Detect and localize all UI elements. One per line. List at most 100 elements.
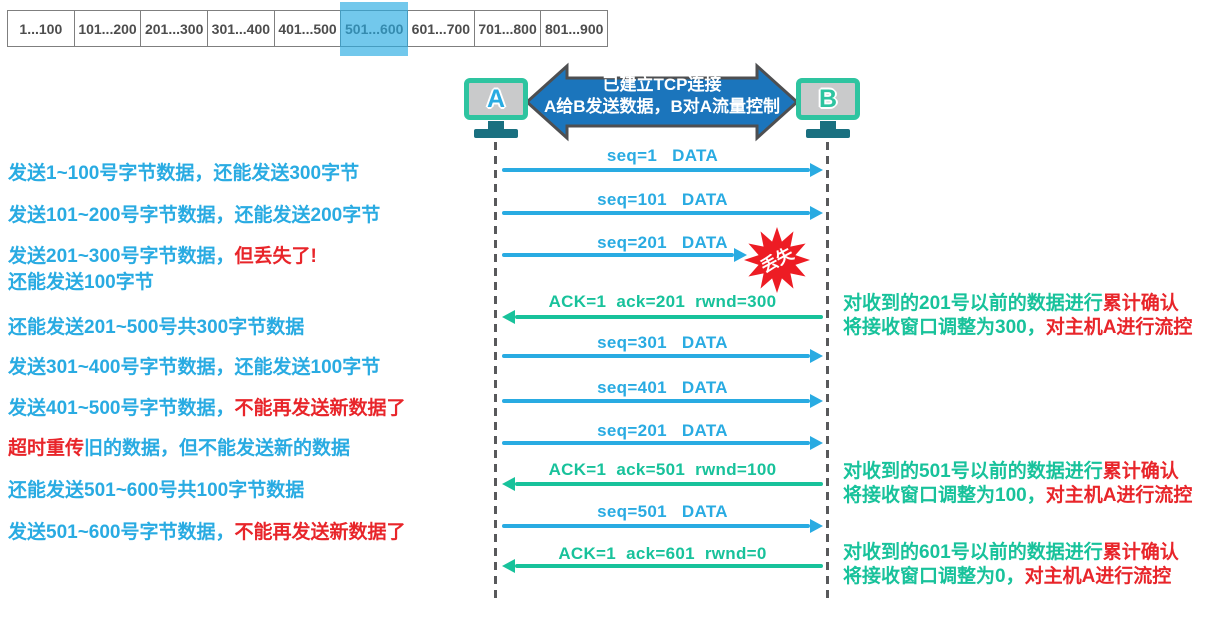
right-note-line: 对收到的501号以前的数据进行累计确认 [843,460,1227,484]
right-note-line: 对收到的601号以前的数据进行累计确认 [843,541,1227,565]
left-note: 发送501~600号字节数据，不能再发送新数据了 [8,517,460,544]
right-note: 对收到的201号以前的数据进行累计确认 将接收窗口调整为300，对主机A进行流控 [843,292,1227,340]
message-label: seq=201 DATA [597,233,728,252]
arrowhead-icon [502,310,515,324]
note-part: 对收到的201号以前的数据进行 [843,293,1103,314]
note-part: 累计确认 [1102,542,1179,563]
left-note: 发送101~200号字节数据，还能发送200字节 [8,200,460,227]
computer-icon: B [796,78,860,120]
byte-range-cell: 1...100 [8,11,75,46]
arrowhead-icon [734,248,747,262]
byte-range-cell: 701...800 [475,11,542,46]
message-label: seq=101 DATA [597,190,728,209]
note-part: 发送101~200号字节数据，还能发送200字节 [8,205,381,226]
note-part: 发送301~400号字节数据，还能发送100字节 [8,357,381,378]
left-note: 超时重传旧的数据，但不能发送新的数据 [8,433,460,460]
send-window-highlight [340,2,408,56]
message-arrow [502,310,823,324]
arrowhead-icon [810,519,823,533]
right-note: 对收到的501号以前的数据进行累计确认 将接收窗口调整为100，对主机A进行流控 [843,460,1227,508]
byte-range-cell: 801...900 [545,20,604,37]
right-note: 对收到的601号以前的数据进行累计确认 将接收窗口调整为0，对主机A进行流控 [843,541,1227,589]
banner-line2: A给B发送数据，B对A流量控制 [543,97,781,116]
note-part: 不能再发送新数据了 [234,522,406,543]
left-note: 还能发送501~600号共100字节数据 [8,475,460,502]
note-part: 累计确认 [1102,461,1179,482]
note-part: 还能发送100字节 [8,272,154,293]
left-note: 发送1~100号字节数据，还能发送300字节 [8,158,460,185]
left-note: 还能发送100字节 [8,267,460,294]
right-note-line: 将接收窗口调整为300，对主机A进行流控 [843,316,1227,340]
monitor-base [474,129,518,138]
arrowhead-icon [502,477,515,491]
note-part: 对主机A进行流控 [1024,566,1172,587]
note-part: 但丢失了! [234,246,317,267]
arrowhead-icon [810,394,823,408]
host-a: A [460,78,532,138]
arrowhead-icon [810,206,823,220]
message-label: seq=1 DATA [606,146,719,165]
left-note: 发送201~300号字节数据，但丢失了! [8,241,460,268]
arrowhead-icon [502,559,515,573]
note-part: 不能再发送新数据了 [234,398,406,419]
message-label: seq=301 DATA [597,333,728,352]
message-arrow [502,394,823,408]
message-label: seq=501 DATA [597,502,728,521]
byte-range-cell: 401...500 [275,11,342,46]
byte-range-cell: 301...400 [208,11,275,46]
message-arrow [502,349,823,363]
right-note-line: 将接收窗口调整为0，对主机A进行流控 [843,565,1227,589]
note-part: 发送501~600号字节数据， [8,522,235,543]
banner-title: 已建立TCP连接 A给B发送数据，B对A流量控制 [524,74,800,118]
byte-range-table: 1...100 101...200 201...300 301...400 40… [7,10,608,47]
left-note: 还能发送201~500号共300字节数据 [8,312,460,339]
message-arrow [502,436,823,450]
note-part: 旧的数据，但不能发送新的数据 [84,438,351,459]
arrowhead-icon [810,163,823,177]
host-b: B [792,78,864,138]
note-part: 还能发送501~600号共100字节数据 [8,480,305,501]
left-note: 发送401~500号字节数据，不能再发送新数据了 [8,393,460,420]
note-part: 发送1~100号字节数据，还能发送300字节 [8,163,360,184]
computer-icon: A [464,78,528,120]
left-note: 发送301~400号字节数据，还能发送100字节 [8,352,460,379]
monitor-stand [820,121,836,129]
message-arrow [502,519,823,533]
arrowhead-icon [810,436,823,450]
packet-loss-burst-icon: 丢失 [744,227,810,293]
byte-range-cell: 601...700 [408,11,475,46]
monitor-stand [488,121,504,129]
right-note-line: 对收到的201号以前的数据进行累计确认 [843,292,1227,316]
message-label: ACK=1 ack=501 rwnd=100 [548,460,777,479]
lifeline-b [826,142,829,600]
host-a-label: A [486,84,506,113]
message-arrow [502,163,823,177]
note-part: 还能发送201~500号共300字节数据 [8,317,305,338]
note-part: 对主机A进行流控 [1045,485,1193,506]
monitor-base [806,129,850,138]
lifeline-a [494,142,497,600]
byte-range-cell: 201...300 [141,11,209,46]
note-part: 发送401~500号字节数据， [8,398,235,419]
note-part: 对主机A进行流控 [1045,317,1193,338]
message-label: ACK=1 ack=601 rwnd=0 [558,544,767,563]
arrowhead-icon [810,349,823,363]
message-label: ACK=1 ack=201 rwnd=300 [548,292,777,311]
note-part: 将接收窗口调整为300， [843,317,1046,338]
right-note-line: 将接收窗口调整为100，对主机A进行流控 [843,484,1227,508]
message-label: seq=201 DATA [597,421,728,440]
note-part: 将接收窗口调整为0， [843,566,1025,587]
byte-range-cell: 101...200 [75,11,142,46]
message-arrow [502,477,823,491]
message-label: seq=401 DATA [597,378,728,397]
message-arrow [502,559,823,573]
host-b-label: B [818,84,838,113]
note-part: 超时重传 [8,438,85,459]
note-part: 发送201~300号字节数据， [8,246,235,267]
note-part: 对收到的501号以前的数据进行 [843,461,1103,482]
banner-line1: 已建立TCP连接 [602,75,722,94]
message-arrow-lost [502,248,747,262]
message-arrow [502,206,823,220]
note-part: 对收到的601号以前的数据进行 [843,542,1103,563]
